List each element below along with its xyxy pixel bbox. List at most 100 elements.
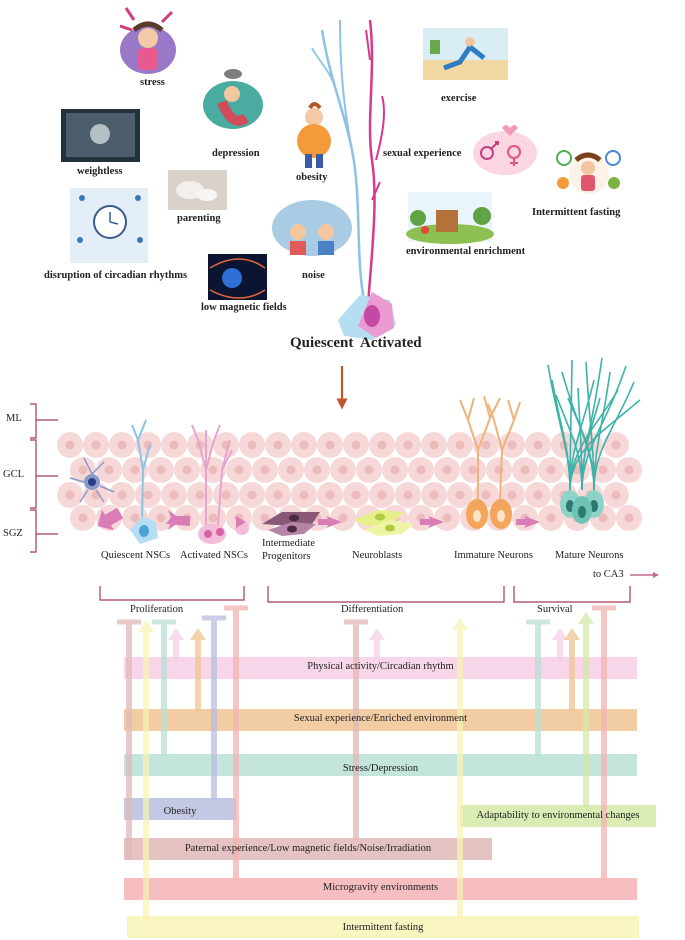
granule-cell-nucleus	[351, 490, 361, 500]
weightless-illustration	[61, 109, 140, 162]
state-title: Quiescent Activated	[290, 335, 422, 351]
granule-cell-nucleus	[598, 465, 608, 475]
granule-cell-nucleus	[338, 465, 348, 475]
parenting-illustration	[168, 170, 227, 210]
dendrite	[567, 397, 595, 491]
stage-label-activated: Activated NSCs	[180, 550, 248, 561]
regulation-arrow-fasting	[138, 620, 154, 920]
granule-cell-nucleus	[377, 490, 387, 500]
granule-cell-nucleus	[390, 465, 400, 475]
quiescent-nsc	[130, 419, 158, 544]
granule-cell-nucleus	[247, 490, 257, 500]
factor-label-parenting: parenting	[177, 213, 221, 224]
dendrite	[569, 399, 641, 491]
band-label-physical: Physical activity/Circadian rhythm	[307, 661, 454, 672]
granule-cell-nucleus	[130, 513, 140, 523]
stage-label-quiescent: Quiescent NSCs	[101, 550, 171, 561]
granule-cell-nucleus	[481, 440, 491, 450]
regulation-arrow-stress	[152, 619, 176, 756]
dendrite	[593, 381, 635, 491]
regulation-arrow-stress	[526, 619, 550, 756]
granule-cell-nucleus	[455, 490, 465, 500]
noise-illustration	[272, 200, 352, 256]
granule-cell-nucleus	[182, 465, 192, 475]
regulation-arrow-fasting	[452, 618, 468, 918]
granule-cell-nucleus	[598, 513, 608, 523]
band-sexual	[124, 709, 637, 731]
regulation-arrow-obesity	[202, 615, 226, 800]
granule-cell-nucleus	[533, 440, 543, 450]
granule-cell-nucleus	[312, 465, 322, 475]
granule-cell-nucleus	[546, 513, 556, 523]
granule-cell-nucleus	[429, 440, 439, 450]
band-label-paternal: Paternal experience/Low magnetic fields/…	[184, 843, 432, 854]
granule-cell-nucleus	[299, 490, 309, 500]
granule-cell-nucleus	[299, 440, 309, 450]
granule-cell-nucleus	[624, 513, 634, 523]
granule-cell-nucleus	[130, 465, 140, 475]
band-paternal	[124, 838, 492, 860]
lineage-arrows	[97, 507, 540, 531]
mature-neurons	[547, 357, 641, 524]
stage-label-ca3: to CA3	[593, 569, 624, 580]
stage-label-immature: Immature Neurons	[454, 550, 534, 561]
factor-label-weightless: weightless	[77, 166, 123, 177]
granule-cell-nucleus	[65, 440, 75, 450]
granule-cell-nucleus	[247, 440, 257, 450]
granule-cell-nucleus	[208, 465, 218, 475]
granule-cell-nucleus	[221, 490, 231, 500]
granule-cell-nucleus	[429, 490, 439, 500]
granule-cell-nucleus	[325, 490, 335, 500]
exercise-illustration	[423, 28, 508, 80]
granule-cell-nucleus	[507, 440, 517, 450]
granule-cell-nucleus	[104, 465, 114, 475]
fasting-illustration	[556, 150, 621, 194]
granule-cell-nucleus	[546, 465, 556, 475]
granule-cell-nucleus	[156, 465, 166, 475]
granule-cell-nucleus	[364, 465, 374, 475]
granule-cell-nucleus	[78, 465, 88, 475]
band-obesity	[124, 798, 236, 820]
granule-cell-nucleus	[468, 465, 478, 475]
phase-brackets	[99, 586, 631, 603]
regulation-arrow-microgravity	[592, 605, 616, 880]
granule-cell-nucleus	[351, 440, 361, 450]
phase-label-survival: Survival	[537, 604, 573, 615]
sexual-experience-illustration	[473, 125, 537, 175]
regulation-arrow-adaptability	[578, 612, 594, 807]
factor-label-sexual: sexual experience	[383, 148, 462, 159]
factor-label-magnetic: low magnetic fields	[201, 302, 287, 313]
stage-label-neuroblasts: Neuroblasts	[352, 550, 403, 561]
regulation-arrow-physical	[168, 628, 184, 660]
granule-cell-nucleus	[156, 513, 166, 523]
granule-cell-nucleus	[455, 440, 465, 450]
band-fasting	[127, 916, 639, 938]
granule-cell-nucleus	[481, 490, 491, 500]
granule-cell-nucleus	[117, 440, 127, 450]
dendrite	[551, 379, 571, 491]
regulation-arrow-paternal	[344, 619, 368, 840]
granule-cell-nucleus	[260, 465, 270, 475]
granule-cell-nucleus	[143, 490, 153, 500]
band-label-adaptability: Adaptability to environmental changes	[476, 810, 640, 821]
granule-cell-nucleus	[325, 440, 335, 450]
band-label-microgravity: Microgravity environments	[322, 882, 439, 893]
layer-label-ml: ML	[6, 413, 22, 424]
band-stress	[124, 754, 637, 776]
granule-cell-nucleus	[338, 513, 348, 523]
granule-cell-nucleus	[273, 490, 283, 500]
regulation-arrows	[117, 605, 616, 920]
granule-cell-nucleus	[260, 513, 270, 523]
regulation-arrow-sexual	[190, 628, 206, 711]
stage-label-intermediate: Intermediate Progenitors	[262, 538, 316, 562]
phase-label-differentiation: Differentiation	[341, 604, 404, 615]
neuroblasts	[354, 510, 414, 536]
stage-label-mature: Mature Neurons	[555, 550, 624, 561]
immature-neurons	[459, 395, 521, 529]
factor-label-exercise: exercise	[441, 93, 477, 104]
granule-cell-nucleus	[208, 513, 218, 523]
band-label-fasting: Intermittent fasting	[342, 922, 424, 933]
regulation-arrow-paternal	[117, 619, 141, 860]
granule-cell-nucleus	[377, 440, 387, 450]
